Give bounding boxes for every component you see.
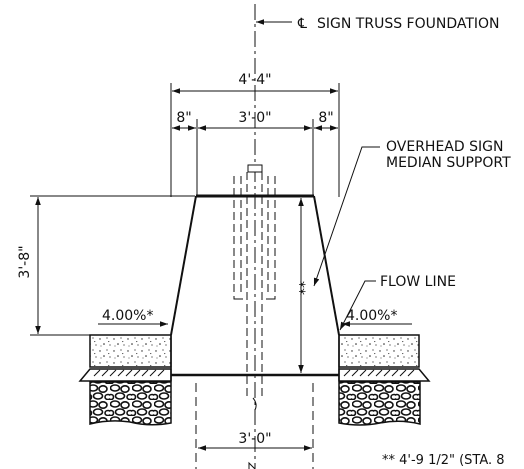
anchor-bolt-hook-right xyxy=(266,296,276,300)
left-offset-label: 8" xyxy=(176,110,191,126)
anchor-rod-end xyxy=(252,397,257,411)
top-width-label: 3'-0" xyxy=(238,110,271,126)
subbase-left xyxy=(89,381,172,426)
overhead-sign-label-line2: MEDIAN SUPPORT xyxy=(386,155,511,171)
overhead-sign-label-line1: OVERHEAD SIGN xyxy=(386,139,503,155)
footnote: ** 4'-9 1/2" (STA. 8 xyxy=(382,453,505,468)
anchor-bolt-nut xyxy=(247,164,263,173)
bottom-width-label: 3'-0" xyxy=(238,431,271,447)
height-label: 3'-8" xyxy=(17,245,33,278)
flow-line-leader xyxy=(339,280,376,331)
base-course-left xyxy=(78,368,172,382)
overall-width-label: 4'-4" xyxy=(238,72,271,88)
flow-line-label: FLOW LINE xyxy=(380,274,456,290)
bottom-partial-glyph xyxy=(248,461,256,469)
slope-left-label: 4.00%* xyxy=(102,308,153,324)
subbase-right xyxy=(338,381,421,426)
centerline-symbol: ℄ xyxy=(297,16,307,32)
right-offset-label: 8" xyxy=(318,110,333,126)
pavement-left xyxy=(89,334,172,368)
base-course-right-hatch xyxy=(343,369,415,377)
foundation-right-side xyxy=(313,195,340,336)
variable-height-label: ** xyxy=(291,281,307,295)
pavement-right xyxy=(338,334,420,368)
base-course-left-hatch xyxy=(93,369,165,377)
overhead-sign-leader xyxy=(313,146,380,287)
slope-right-label: 4.00%* xyxy=(346,308,397,324)
centerline-label: SIGN TRUSS FOUNDATION xyxy=(317,16,500,32)
anchor-bolt-hook-left xyxy=(233,296,243,300)
foundation-left-side xyxy=(170,195,197,336)
